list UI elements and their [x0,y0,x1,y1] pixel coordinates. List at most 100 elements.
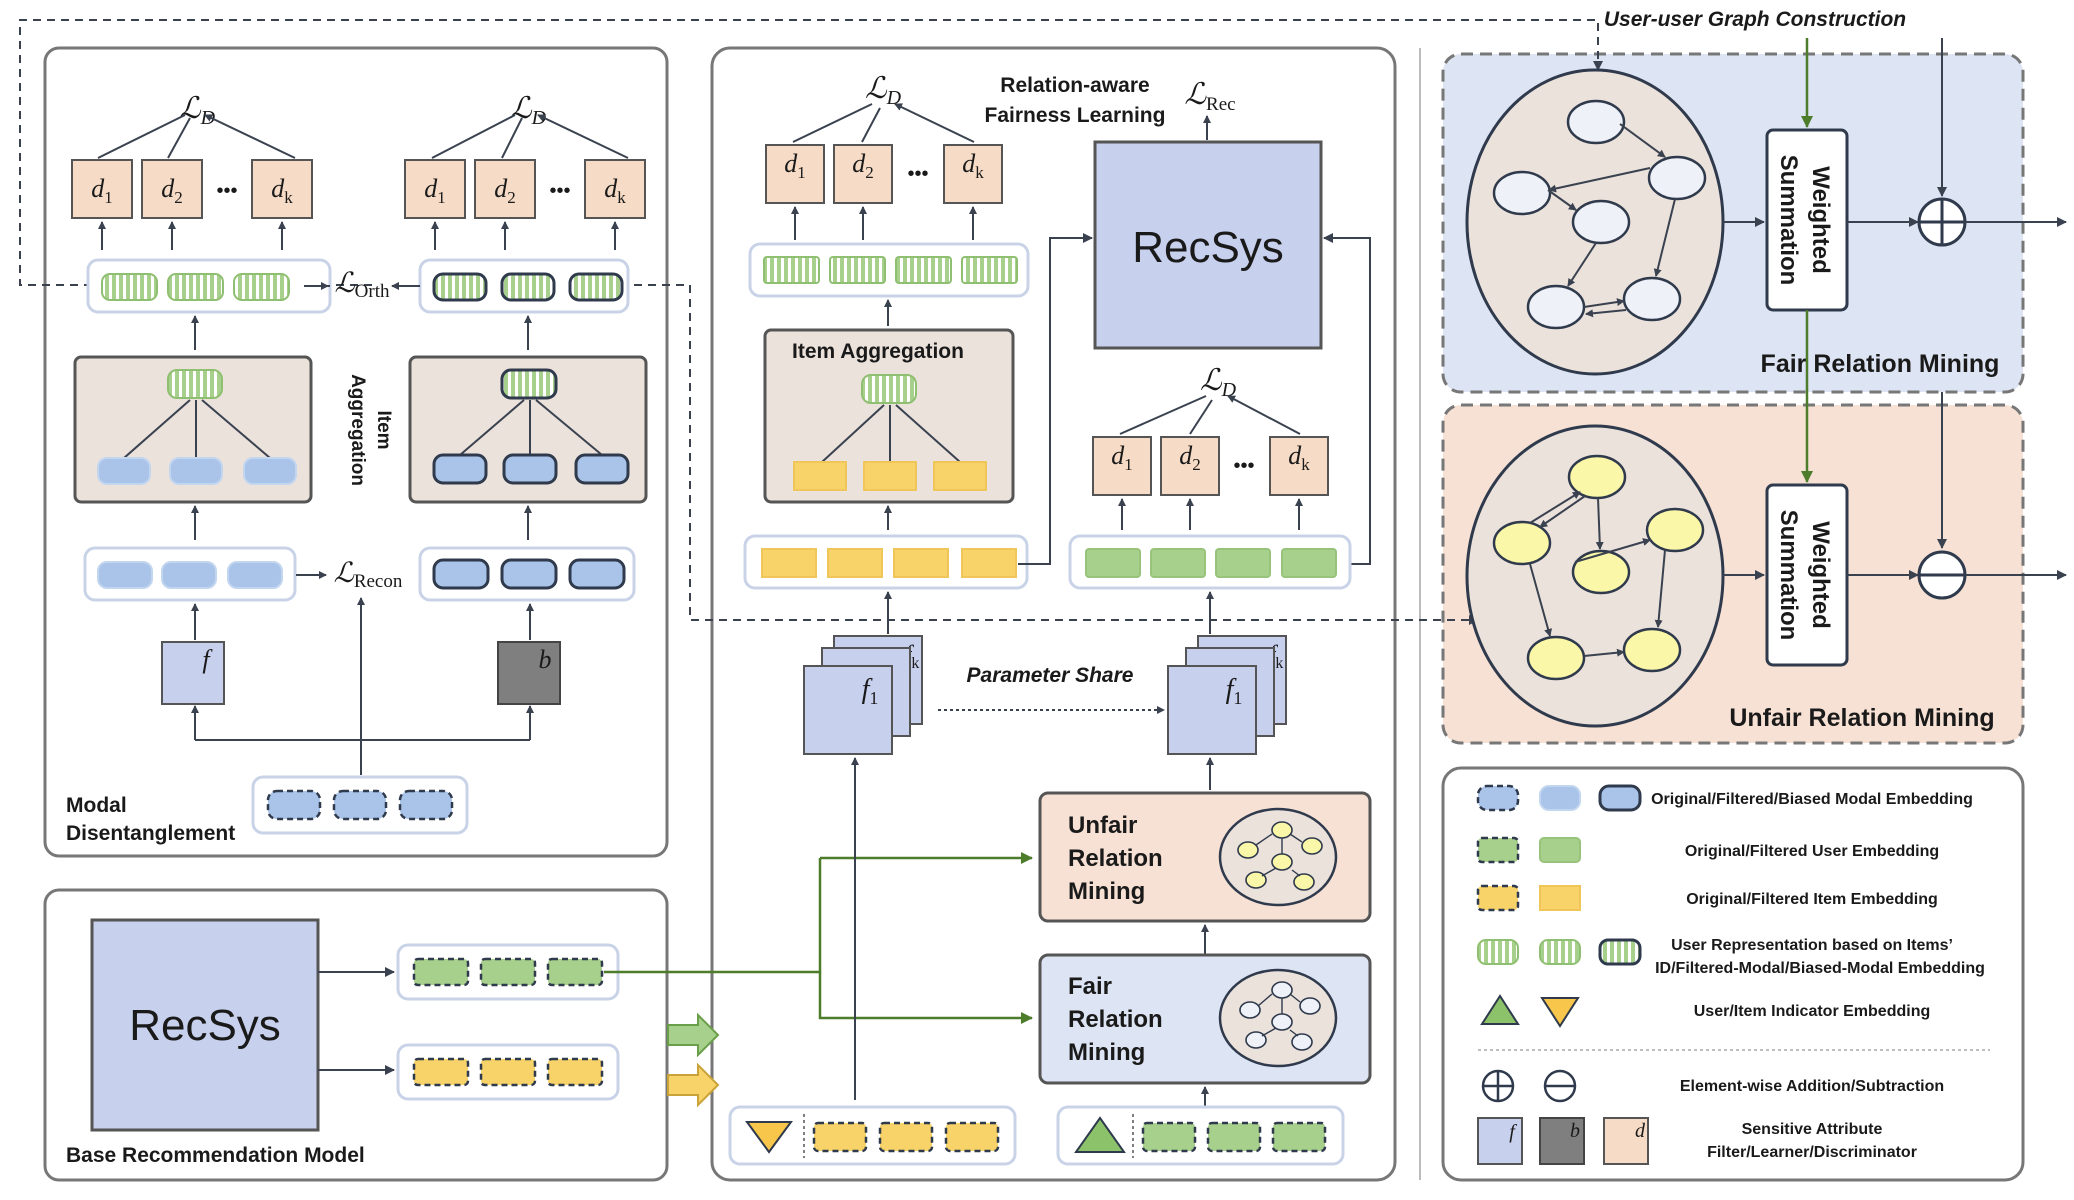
modal-emb-filtered [97,457,151,485]
disc-link [861,107,881,143]
modal-emb-biased [432,453,488,485]
disc-dk-label: dk [604,174,626,207]
item-aggregation-title: Item Aggregation [792,340,964,363]
user-emb-filtered [1215,548,1271,578]
fair-mining-title: Fair Relation Mining [1761,350,2000,378]
agg-line [895,404,961,463]
biased-link [620,284,1479,625]
top-label: User-user Graph Construction [1604,8,1906,31]
filter-stack-right: fk f1 [1167,635,1287,755]
user-rep-biased [432,272,488,302]
agg-line [821,404,885,463]
disc-dots: ••• [549,180,570,202]
item-emb-filtered [827,548,883,578]
disc-link [167,117,191,159]
user-rep-filtered [167,273,224,301]
loss-d-label: ℒD [1200,364,1237,401]
user-rep-filtered [961,256,1018,284]
legend-row-item: Original/Filtered Item Embedding [1476,884,1938,912]
user-rep-filtered [895,256,952,284]
disc-link [537,114,629,159]
legend-text: Original/Filtered User Embedding [1685,843,1939,860]
aggregated-rep [500,368,558,400]
item-emb-original [546,1057,604,1087]
base-recsys-box [90,918,320,1132]
item-emb-filtered [961,548,1017,578]
legend-row-user: Original/Filtered User Embedding [1476,836,1939,864]
unfair-mini-edges [1255,833,1303,877]
modal-emb-original [398,789,454,821]
disc-d1-label: d1 [424,174,446,207]
user-emb-filtered [1150,548,1206,578]
modal-emb-filtered [169,457,223,485]
disc-link [431,114,516,159]
modal-emb-biased [432,558,490,590]
disc-dk-label: dk [271,174,293,207]
legend-icon-label: f [1509,1121,1517,1143]
user-to-recsys [1323,233,1371,565]
modal-disentanglement-left: ℒD d1 d2 ••• dk ItemAggregation [71,92,394,705]
disc-d2-label: d2 [494,174,516,207]
legend-row-indicator: User/Item Indicator Embedding [1480,994,1930,1028]
item-aggregation-rotated: ItemAggregation [347,374,394,486]
legend-text: Original/Filtered Item Embedding [1686,891,1938,908]
user-emb-filtered [1085,548,1141,578]
disc-d1 [404,159,466,219]
weighted-summation-label: WeightedSummation [1775,510,1834,641]
disc-d1 [1092,436,1152,496]
agg-line [535,399,603,456]
item-emb-original [479,1057,537,1087]
disc-d1 [765,144,825,204]
modal-emb-biased [500,558,558,590]
learner-b-label: b [539,645,552,674]
user-rep-biased [568,272,624,302]
filter-stack-left: fk f1 [803,635,923,755]
disc-d2 [474,159,536,219]
agg-line [201,399,271,459]
legend-text: User Representation based on Items’ID/Fi… [1655,937,1985,977]
item-emb-original [812,1121,868,1153]
disc-dots: ••• [216,180,237,202]
disc-dk [584,159,646,219]
filter-f [1167,665,1257,755]
disc-dk [943,144,1003,204]
filter-f1-label: f1 [1226,674,1243,708]
user-rep-filtered [233,273,290,301]
legend-row-modal: Original/Filtered/Biased Modal Embedding [1476,784,1973,812]
loss-recon-label: ℒRecon [334,558,403,592]
aggregated-rep [861,374,917,404]
disc-d1-label: d1 [784,149,806,182]
user-emb-original [412,957,470,987]
modal-emb-biased [568,558,626,590]
modal-emb-filtered [243,457,297,485]
disc-d1 [71,159,133,219]
user-emb-filtered [1281,548,1337,578]
fair-mini-edges [1257,993,1301,1037]
disc-d1-label: d1 [91,174,113,207]
modal-emb-filtered [161,561,217,589]
disc-link [792,103,873,143]
disc-link [1227,395,1301,435]
modal-emb-biased [502,453,558,485]
item-emb-original [944,1121,1000,1153]
user-rep-filtered [763,256,820,284]
disc-dots: ••• [1233,455,1254,477]
item-emb-filtered [793,461,847,491]
user-rep-filtered [829,256,886,284]
disc-link [97,114,186,159]
user-indicator-container [1056,1105,1345,1166]
item-emb-original [878,1121,934,1153]
disc-dk [251,159,313,219]
item-emb-filtered [761,548,817,578]
loss-rec-label: ℒRec [1184,78,1235,115]
disc-dk [1269,436,1329,496]
disc-dots: ••• [907,163,928,185]
base-recsys-label: RecSys [129,1001,281,1050]
user-rep-container [748,242,1030,298]
legend-text: Original/Filtered/Biased Modal Embedding [1651,791,1973,808]
